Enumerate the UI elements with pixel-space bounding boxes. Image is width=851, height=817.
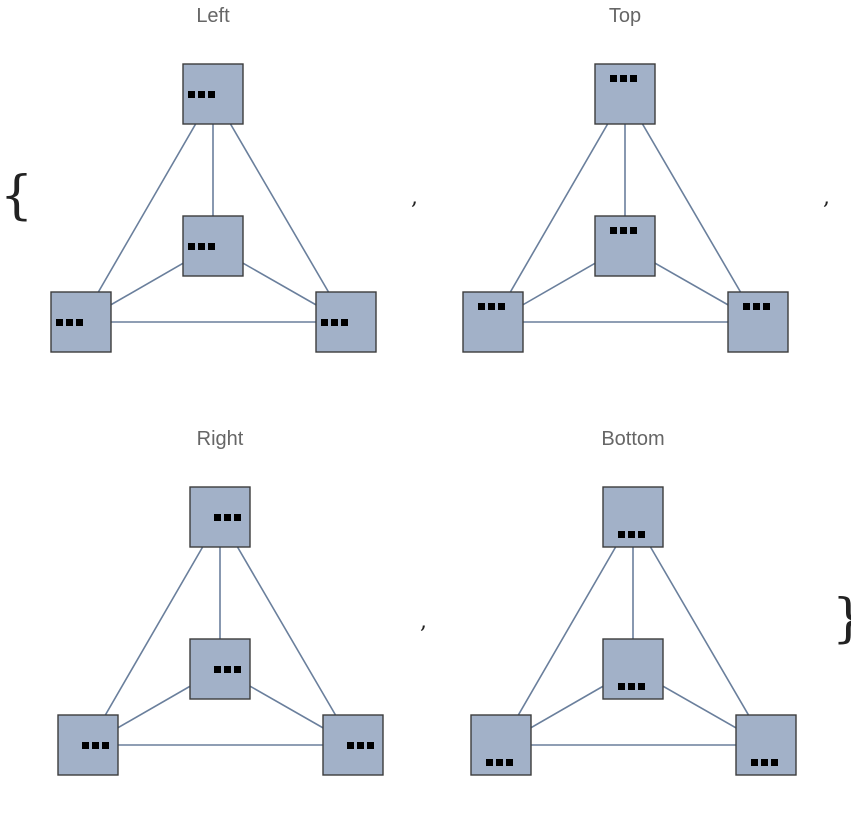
ellipsis-icon (478, 303, 505, 310)
graph-node-top (602, 486, 664, 548)
graph-node-right (322, 714, 384, 776)
panel-title: Left (196, 5, 230, 27)
graph-edge (80, 93, 214, 323)
graph-edge (624, 93, 759, 323)
graph-node-center (189, 638, 251, 700)
graph-node-left (57, 714, 119, 776)
ellipsis-icon (610, 75, 637, 82)
panel-top: Top (462, 5, 789, 353)
graph-node-top (182, 63, 244, 125)
panel-right: Right (57, 428, 384, 776)
ellipsis-icon (214, 666, 241, 673)
graph-node-center (602, 638, 664, 700)
panel-bottom: Bottom (470, 428, 797, 776)
graph-node-right (727, 291, 789, 353)
node-box (462, 291, 524, 353)
graph-edge (212, 93, 347, 323)
separator-2: , (823, 185, 830, 210)
ellipsis-icon (56, 319, 83, 326)
ellipsis-icon (188, 243, 215, 250)
graph-node-right (735, 714, 797, 776)
graph-node-left (462, 291, 524, 353)
node-box (594, 63, 656, 125)
graph-edge (87, 516, 221, 746)
ellipsis-icon (618, 683, 645, 690)
ellipsis-icon (214, 514, 241, 521)
graph-edge (219, 516, 354, 746)
graph-node-right (315, 291, 377, 353)
ellipsis-icon (751, 759, 778, 766)
panel-title: Top (609, 5, 641, 27)
graph-node-top (189, 486, 251, 548)
ellipsis-icon (618, 531, 645, 538)
graph-node-left (470, 714, 532, 776)
graph-node-center (594, 215, 656, 277)
panel-title: Bottom (601, 428, 664, 450)
ellipsis-icon (321, 319, 348, 326)
ellipsis-icon (610, 227, 637, 234)
separator-3: , (420, 609, 427, 634)
ellipsis-icon (743, 303, 770, 310)
ellipsis-icon (486, 759, 513, 766)
separator-1: , (411, 185, 418, 210)
graph-edge (632, 516, 767, 746)
graph-node-left (50, 291, 112, 353)
graph-node-center (182, 215, 244, 277)
node-box (594, 215, 656, 277)
open-brace: { (0, 166, 33, 226)
panel-title: Right (197, 428, 244, 450)
ellipsis-icon (188, 91, 215, 98)
ellipsis-icon (347, 742, 374, 749)
graph-edge (500, 516, 634, 746)
panel-left: Left (50, 5, 377, 353)
ellipsis-icon (82, 742, 109, 749)
graph-node-top (594, 63, 656, 125)
graph-edge (492, 93, 626, 323)
close-brace: } (832, 589, 851, 649)
node-box (727, 291, 789, 353)
